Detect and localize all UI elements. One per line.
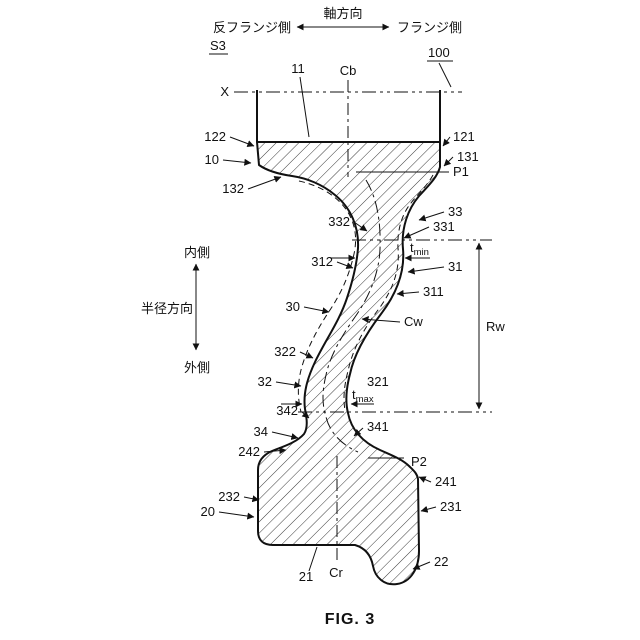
leader-122 [229, 136, 255, 147]
leader-cw [361, 316, 401, 324]
web-inner-surface-right [343, 174, 434, 411]
label-311: 311 [423, 284, 444, 299]
leader-131 [443, 156, 454, 167]
label-30: 30 [286, 299, 300, 314]
label-121: 121 [453, 129, 475, 144]
labels: 反フランジ側 軸方向 フランジ側 S3 100 X Cb 11 122 121 … [141, 6, 505, 628]
label-122: 122 [204, 129, 226, 144]
label-p1: P1 [453, 164, 469, 179]
label-231: 231 [440, 499, 462, 514]
label-332: 332 [328, 214, 350, 229]
label-inner-side: 内側 [184, 245, 210, 260]
leader-30 [303, 306, 330, 315]
leader-121 [442, 136, 451, 147]
label-21: 21 [299, 569, 313, 584]
leader-241 [418, 476, 432, 483]
web-inner-surface-left [297, 180, 357, 413]
label-tmin: tmin [410, 240, 429, 258]
label-241: 241 [435, 474, 457, 489]
label-s3: S3 [210, 38, 226, 53]
label-321: 321 [367, 374, 389, 389]
label-132: 132 [222, 181, 244, 196]
leader-11 [299, 76, 310, 138]
label-p2: P2 [411, 454, 427, 469]
label-100: 100 [428, 45, 450, 60]
label-33: 33 [448, 204, 462, 219]
label-cb: Cb [340, 63, 357, 78]
leader-21 [308, 546, 318, 572]
label-cw: Cw [404, 314, 423, 329]
label-11: 11 [291, 61, 305, 76]
label-tmax: tmax [352, 387, 374, 405]
label-312: 312 [311, 254, 333, 269]
label-242: 242 [238, 444, 260, 459]
label-341: 341 [367, 419, 389, 434]
leader-lines [218, 62, 454, 572]
cw-centerline [322, 179, 381, 453]
label-axis-left: 反フランジ側 [213, 20, 291, 35]
leader-132 [247, 175, 282, 190]
leader-31 [407, 266, 445, 275]
wheel-cross-section [256, 90, 441, 586]
leader-331 [403, 226, 430, 239]
label-x: X [220, 84, 229, 99]
label-22: 22 [434, 554, 448, 569]
label-331: 331 [433, 219, 455, 234]
label-232: 232 [218, 489, 240, 504]
leader-33 [418, 211, 445, 222]
leader-342 [301, 411, 310, 419]
hatched-section-outline [256, 141, 441, 586]
leader-311 [396, 289, 420, 297]
leader-312 [336, 261, 354, 269]
leader-322 [299, 351, 314, 359]
label-10: 10 [205, 152, 219, 167]
leader-232 [243, 495, 260, 503]
label-20: 20 [201, 504, 215, 519]
label-31: 31 [448, 259, 462, 274]
leader-20 [218, 511, 255, 520]
label-cr: Cr [329, 565, 343, 580]
leader-32 [275, 381, 302, 389]
leader-341 [353, 427, 364, 437]
leader-34 [271, 431, 299, 440]
leader-332 [353, 221, 368, 232]
label-rw: Rw [486, 319, 505, 334]
label-34: 34 [254, 424, 268, 439]
dimension-lines [192, 23, 492, 459]
label-radial-direction: 半径方向 [141, 301, 193, 316]
label-322: 322 [274, 344, 296, 359]
leader-22 [412, 561, 431, 570]
leader-231 [420, 505, 437, 513]
leader-100 [438, 62, 452, 88]
label-axis-right: フランジ側 [397, 20, 462, 35]
center-lines [234, 80, 462, 564]
label-131: 131 [457, 149, 479, 164]
label-axis-title: 軸方向 [323, 6, 362, 21]
figure-caption: FIG. 3 [325, 611, 375, 628]
label-32: 32 [258, 374, 272, 389]
label-342: 342 [276, 403, 298, 418]
leader-242 [263, 447, 287, 455]
label-outer-side: 外側 [184, 360, 210, 375]
leader-10 [222, 158, 252, 166]
